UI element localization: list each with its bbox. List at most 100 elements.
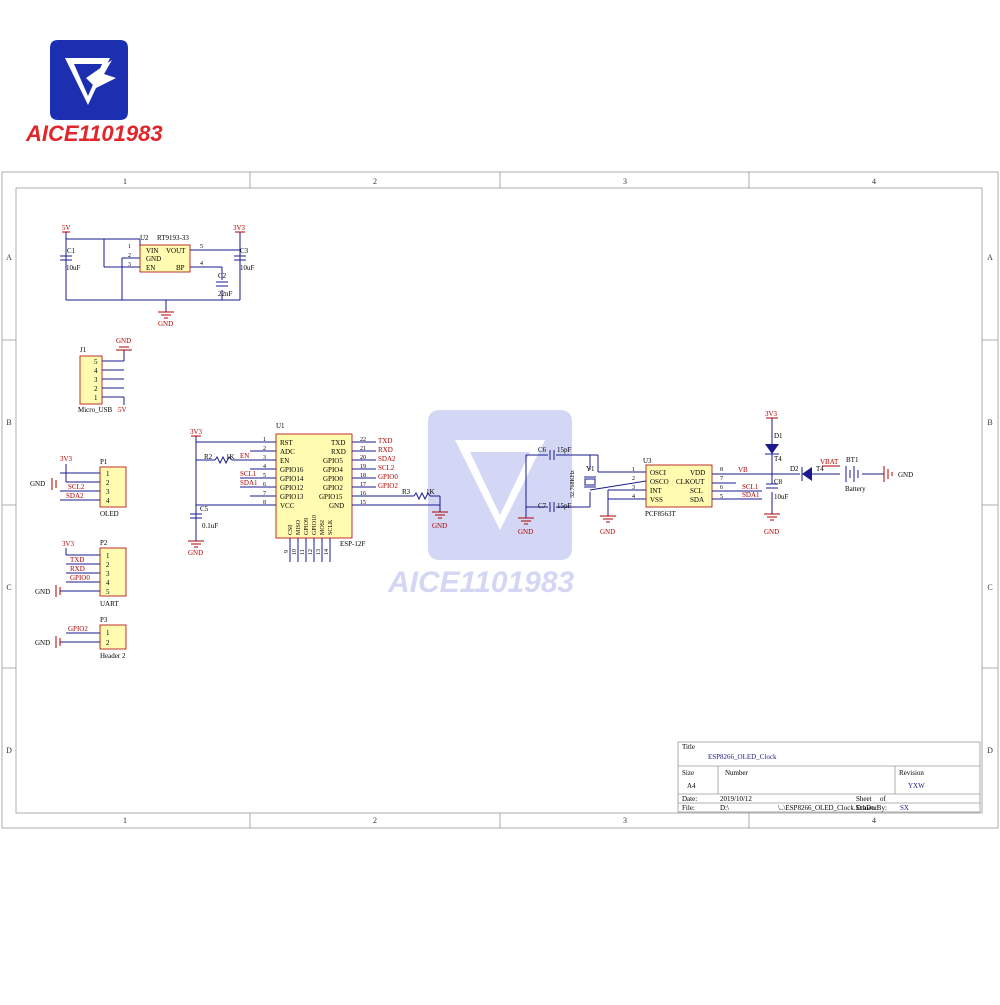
c8-value: 10uF [774, 493, 789, 501]
c2-ref: C2 [218, 272, 227, 280]
c8-ref: C8 [774, 478, 783, 486]
row-label-right-c: C [987, 583, 992, 592]
u1-pin-miso: MISO [296, 519, 302, 535]
u2-pin-bp: BP [176, 264, 185, 272]
u1-pin-num-22: 22 [360, 437, 366, 443]
p3-ref: P3 [100, 616, 108, 624]
u1-gnd-right-label: GND [432, 522, 447, 530]
j1-gnd-label: GND [116, 337, 131, 345]
regulator-section: U2 RT9193-33 VIN GND EN VOUT BP 1 2 3 5 … [60, 224, 255, 328]
d1-diode-icon [765, 444, 779, 454]
u1-pin-num-5: 5 [263, 473, 266, 479]
watermark-badge-icon [428, 410, 572, 560]
col-label-bottom-1: 1 [123, 816, 127, 825]
u1-pin-num-9: 9 [284, 550, 290, 553]
u3-pin-scl: SCL [690, 487, 703, 495]
u1-3v3-label: 3V3 [190, 428, 203, 436]
net-5v-label: 5V [62, 224, 71, 232]
p3-label: Header 2 [100, 652, 126, 660]
tb-file-drive: D:\ [720, 804, 729, 812]
u3-net-vb: VB [738, 466, 748, 474]
connector-p1: P1 1 2 3 4 3V3 GND SCL2 SDA2 OLED [30, 455, 127, 518]
u1-pin-num-21: 21 [360, 446, 366, 452]
bt1-ref: BT1 [846, 456, 859, 464]
p2-label: UART [100, 600, 119, 608]
c1-ref: C1 [67, 247, 76, 255]
tb-date: 2019/10/12 [720, 795, 752, 803]
u1-pin-rxd: RXD [331, 448, 346, 456]
d2-ref: D2 [790, 465, 799, 473]
rtc-gnd-mid-label: GND [600, 528, 615, 536]
u3-pin-num-7: 7 [720, 476, 723, 482]
p1-body [99, 466, 127, 508]
u3-pin-osco: OSCO [650, 478, 669, 486]
d2-value: T4 [816, 465, 824, 473]
p1-pin-1: 1 [106, 470, 110, 478]
d2-diode-icon [802, 467, 812, 481]
u2-pin-num-3: 3 [128, 262, 131, 268]
net-3v3-reg-label: 3V3 [233, 224, 246, 232]
u1-pin-num-17: 17 [360, 482, 366, 488]
p3-body [99, 624, 127, 650]
u1-part: ESP-12F [340, 540, 365, 548]
esp12f-module: U1 ESP-12F RST ADC EN GPIO16 GPIO14 GPIO… [188, 422, 448, 562]
u1-pin-vcc: VCC [280, 502, 295, 510]
tb-number-label: Number [725, 769, 749, 777]
c2-value: 22nF [218, 290, 233, 298]
r3-ref: R3 [402, 488, 411, 496]
u2-ref: U2 [140, 234, 149, 242]
u1-pin-num-20: 20 [360, 455, 366, 461]
net-flag-5v: 5V [62, 224, 71, 233]
d1-value: T4 [774, 455, 782, 463]
u1-net-scl1: SCL1 [240, 470, 257, 478]
col-label-top-3: 3 [623, 177, 627, 186]
u2-part: RT9193-33 [157, 234, 189, 242]
r2-value: 1K [226, 453, 235, 461]
tb-drawn-by: SX [900, 804, 909, 812]
u1-net-gpio2: GPIO2 [378, 482, 398, 490]
row-label-left-c: C [6, 583, 11, 592]
row-label-right-a: A [987, 253, 993, 262]
p2-ref: P2 [100, 539, 108, 547]
p2-3v3-label: 3V3 [62, 540, 75, 548]
u1-pin-num-7: 7 [263, 491, 266, 497]
d1-3v3-label: 3V3 [765, 410, 778, 418]
c6-ref: C6 [538, 446, 547, 454]
p2-pin-5: 5 [106, 588, 110, 596]
col-label-bottom-3: 3 [623, 816, 627, 825]
p2-pin-2: 2 [106, 561, 110, 569]
u3-pin-osci: OSCI [650, 469, 667, 477]
u1-pin-num-6: 6 [263, 482, 266, 488]
y1-ref: Y1 [586, 465, 595, 473]
u1-pin-num-2: 2 [263, 446, 266, 452]
tb-revision-label: Revision [899, 769, 924, 777]
u2-pin-vin: VIN [146, 247, 158, 255]
u1-body [275, 433, 353, 539]
tb-file-path: \..\ESP8266_OLED_Clock.SchDoc [778, 804, 878, 812]
r2-resistor-icon [214, 455, 233, 465]
u3-part: PCF8563T [645, 510, 676, 518]
c7-value: 15pF [557, 502, 572, 510]
j1-pin-5: 5 [94, 358, 98, 366]
tb-size-label: Size [682, 769, 694, 777]
battery-bt1-icon [845, 466, 859, 482]
u2-pin-gnd: GND [146, 255, 161, 263]
p1-pin-4: 4 [106, 497, 110, 505]
u1-pin-num-16: 16 [360, 491, 366, 497]
p1-pin-2: 2 [106, 479, 110, 487]
p3-net-gpio2: GPIO2 [68, 625, 88, 633]
u3-net-scl1: SCL1 [742, 483, 759, 491]
u1-pin-num-12: 12 [308, 549, 314, 555]
c5-ref: C5 [200, 505, 209, 513]
u3-pin-vdd: VDD [690, 469, 705, 477]
u1-net-sda1: SDA1 [240, 479, 258, 487]
j1-5v-label: 5V [118, 406, 127, 414]
p3-pin-2: 2 [106, 639, 110, 647]
j1-pin-3: 3 [94, 376, 98, 384]
u2-pin-num-5: 5 [200, 244, 203, 250]
r3-value: 1K [426, 488, 435, 496]
tb-title: ESP8266_OLED_Clock [708, 753, 777, 761]
u3-pin-num-1: 1 [632, 467, 635, 473]
tb-of-label: of [880, 795, 887, 803]
